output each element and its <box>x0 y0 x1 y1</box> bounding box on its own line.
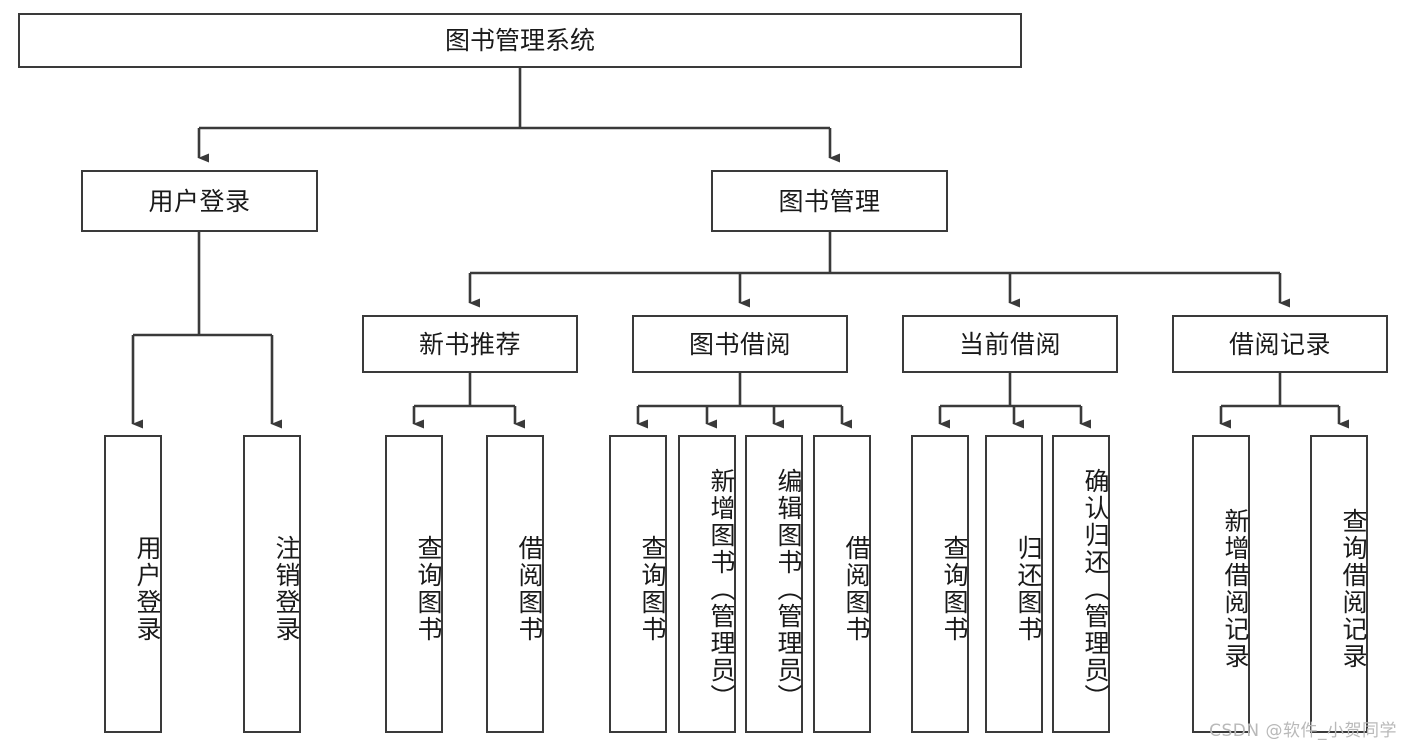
leaf-label: 确认归还（管理员） <box>1081 467 1110 711</box>
leaf-query-borrow-record[interactable]: 查询借阅记录 <box>1310 435 1368 733</box>
leaf-add-book-admin[interactable]: 新增图书（管理员） <box>678 435 736 733</box>
node-label: 借阅记录 <box>1228 329 1331 359</box>
node-current-borrow[interactable]: 当前借阅 <box>902 315 1118 373</box>
node-label: 用户登录 <box>148 186 251 216</box>
leaf-add-borrow-record[interactable]: 新增借阅记录 <box>1192 435 1250 733</box>
watermark: CSDN @软件_小贺同学 <box>1209 721 1397 741</box>
leaf-label: 查询图书 <box>414 535 443 643</box>
node-new-book-recommend[interactable]: 新书推荐 <box>362 315 578 373</box>
node-root-label: 图书管理系统 <box>444 26 595 55</box>
node-label: 当前借阅 <box>958 329 1061 359</box>
node-book-management[interactable]: 图书管理 <box>711 170 948 232</box>
leaf-label: 查询图书 <box>940 535 969 643</box>
leaf-label: 查询借阅记录 <box>1339 508 1368 670</box>
leaf-logout[interactable]: 注销登录 <box>243 435 301 733</box>
leaf-label: 借阅图书 <box>515 535 544 643</box>
node-label: 新书推荐 <box>418 329 521 359</box>
leaf-label: 新增借阅记录 <box>1221 508 1250 670</box>
leaf-query-book-current[interactable]: 查询图书 <box>911 435 969 733</box>
leaf-label: 用户登录 <box>133 535 162 643</box>
node-user-login[interactable]: 用户登录 <box>81 170 318 232</box>
leaf-query-book-recommend[interactable]: 查询图书 <box>385 435 443 733</box>
node-root[interactable]: 图书管理系统 <box>18 13 1022 68</box>
leaf-label: 归还图书 <box>1014 535 1043 643</box>
leaf-query-book-borrow[interactable]: 查询图书 <box>609 435 667 733</box>
leaf-label: 注销登录 <box>272 535 301 643</box>
node-label: 图书管理 <box>778 186 881 216</box>
node-borrow-record[interactable]: 借阅记录 <box>1172 315 1388 373</box>
leaf-user-login[interactable]: 用户登录 <box>104 435 162 733</box>
node-label: 图书借阅 <box>688 329 791 359</box>
leaf-label: 借阅图书 <box>842 535 871 643</box>
node-book-borrow[interactable]: 图书借阅 <box>632 315 848 373</box>
leaf-label: 编辑图书（管理员） <box>774 467 803 711</box>
leaf-confirm-return-admin[interactable]: 确认归还（管理员） <box>1052 435 1110 733</box>
leaf-edit-book-admin[interactable]: 编辑图书（管理员） <box>745 435 803 733</box>
leaf-borrow-book[interactable]: 借阅图书 <box>813 435 871 733</box>
leaf-return-book[interactable]: 归还图书 <box>985 435 1043 733</box>
leaf-borrow-book-recommend[interactable]: 借阅图书 <box>486 435 544 733</box>
leaf-label: 查询图书 <box>638 535 667 643</box>
leaf-label: 新增图书（管理员） <box>707 467 736 711</box>
